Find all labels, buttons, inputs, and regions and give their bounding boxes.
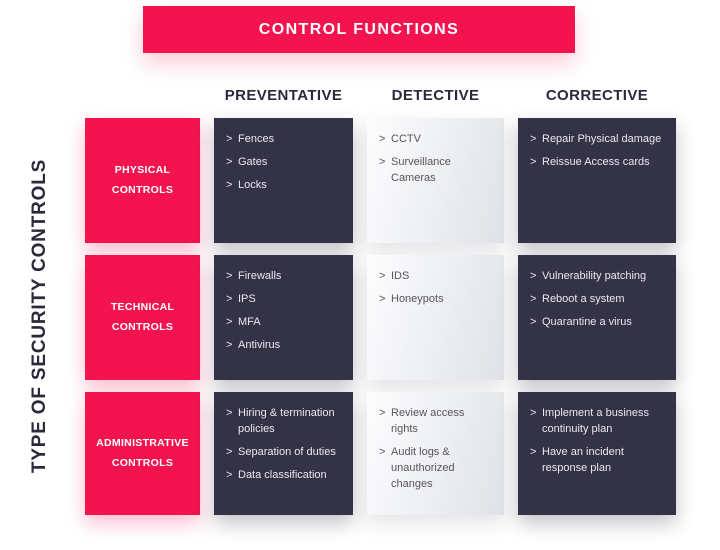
row-label-physical-controls: PHYSICAL CONTROLS: [85, 118, 200, 243]
chevron-bullet-icon: >: [226, 407, 233, 419]
list-item: > Firewalls: [226, 269, 341, 285]
list-item: > Implement a business continuity plan: [530, 406, 664, 438]
cell-physical-corrective: > Repair Physical damage > Reissue Access …: [518, 118, 676, 243]
list-item: > Repair Physical damage: [530, 132, 664, 148]
chevron-bullet-icon: >: [226, 315, 233, 328]
list-item: > Separation of duties: [226, 445, 341, 461]
cell-technical-preventative: > Firewalls > IPS > MFA > Antivirus: [214, 255, 353, 380]
chevron-bullet-icon: >: [530, 133, 537, 145]
list-item: > Surveillance Cameras: [379, 155, 476, 187]
list-item: > Hiring & termination policies: [226, 406, 341, 438]
list-item: > Vulnerability patching: [530, 269, 664, 285]
chevron-bullet-icon: >: [226, 178, 233, 191]
list-item-text: Vulnerability patching: [542, 270, 647, 282]
list-item-text: IDS: [391, 270, 410, 282]
cell-physical-preventative: > Fences > Gates > Locks: [214, 118, 353, 243]
chevron-bullet-icon: >: [530, 315, 537, 328]
list-item-text: Have an incident response plan: [542, 445, 624, 474]
chevron-bullet-icon: >: [530, 407, 537, 419]
list-item-text: Antivirus: [238, 338, 281, 351]
list-item-text: Gates: [238, 155, 268, 168]
row-label-technical-controls: TECHNICAL CONTROLS: [85, 255, 200, 380]
chevron-bullet-icon: >: [530, 445, 537, 458]
cell-administrative-detective: > Review access rights > Audit logs & unau…: [367, 392, 504, 515]
chevron-bullet-icon: >: [379, 133, 386, 145]
list-item-text: MFA: [238, 315, 261, 328]
list-item-text: Separation of duties: [238, 445, 336, 458]
list-item-text: CCTV: [391, 133, 421, 145]
banner-title: CONTROL FUNCTIONS: [258, 20, 460, 38]
chevron-bullet-icon: >: [530, 292, 537, 305]
column-header-preventative: PREVENTATIVE: [224, 87, 343, 104]
list-item: > IDS: [379, 269, 476, 285]
chevron-bullet-icon: >: [379, 407, 386, 419]
cell-technical-corrective: > Vulnerability patching > Reboot a system…: [518, 255, 676, 380]
list-item: > Reboot a system: [530, 292, 664, 308]
list-item-text: Surveillance Cameras: [391, 155, 451, 184]
list-item-text: Quarantine a virus: [542, 315, 632, 328]
list-item-text: Reissue Access cards: [542, 155, 650, 168]
list-item: > Audit logs & unauthorized changes: [379, 445, 476, 493]
list-item-text: Repair Physical damage: [542, 133, 662, 145]
chevron-bullet-icon: >: [379, 292, 386, 305]
y-axis-label: TYPE OF SECURITY CONTROLS: [29, 158, 50, 474]
chevron-bullet-icon: >: [226, 155, 233, 168]
list-item-text: Firewalls: [238, 270, 282, 282]
cell-administrative-preventative: > Hiring & termination policies > Separati…: [214, 392, 353, 515]
list-item-text: Reboot a system: [542, 292, 625, 305]
list-item: > Review access rights: [379, 406, 476, 438]
list-item-text: Implement a business continuity plan: [542, 407, 649, 435]
chevron-bullet-icon: >: [530, 270, 537, 282]
list-item-text: IPS: [238, 292, 256, 305]
list-item: > CCTV: [379, 132, 476, 148]
list-item-text: Fences: [238, 133, 275, 145]
list-item-text: Honeypots: [391, 292, 444, 305]
chevron-bullet-icon: >: [379, 155, 386, 168]
list-item: > Locks: [226, 178, 341, 194]
list-item: > IPS: [226, 292, 341, 308]
chevron-bullet-icon: >: [379, 445, 386, 458]
chevron-bullet-icon: >: [226, 270, 233, 282]
control-functions-banner: CONTROL FUNCTIONS: [143, 6, 575, 53]
chevron-bullet-icon: >: [226, 292, 233, 305]
chevron-bullet-icon: >: [379, 270, 386, 282]
list-item: > Gates: [226, 155, 341, 171]
list-item: > Fences: [226, 132, 341, 148]
list-item-text: Hiring & termination policies: [238, 407, 335, 435]
list-item-text: Audit logs & unauthorized changes: [391, 445, 455, 490]
list-item: > Quarantine a virus: [530, 315, 664, 331]
list-item: > MFA: [226, 315, 341, 331]
chevron-bullet-icon: >: [530, 155, 537, 168]
column-header-corrective: CORRECTIVE: [545, 87, 649, 104]
list-item-text: Locks: [238, 178, 267, 191]
cell-physical-detective: > CCTV > Surveillance Cameras: [367, 118, 504, 243]
list-item-text: Review access rights: [391, 407, 465, 435]
chevron-bullet-icon: >: [226, 468, 233, 481]
chevron-bullet-icon: >: [226, 133, 233, 145]
cell-administrative-corrective: > Implement a business continuity plan > H…: [518, 392, 676, 515]
list-item: > Reissue Access cards: [530, 155, 664, 171]
chevron-bullet-icon: >: [226, 338, 233, 351]
chevron-bullet-icon: >: [226, 445, 233, 458]
row-label-administrative-controls: ADMINISTRATIVE CONTROLS: [85, 392, 200, 515]
list-item: > Have an incident response plan: [530, 445, 664, 477]
column-header-detective: DETECTIVE: [391, 87, 480, 104]
matrix-grid: PHYSICAL CONTROLS >Fences >Gates >Locks …: [85, 118, 676, 515]
cell-technical-detective: > IDS > Honeypots: [367, 255, 504, 380]
list-item: > Data classification: [226, 468, 341, 484]
list-item-text: Data classification: [238, 468, 327, 481]
list-item: > Honeypots: [379, 292, 476, 308]
list-item: > Antivirus: [226, 338, 341, 354]
